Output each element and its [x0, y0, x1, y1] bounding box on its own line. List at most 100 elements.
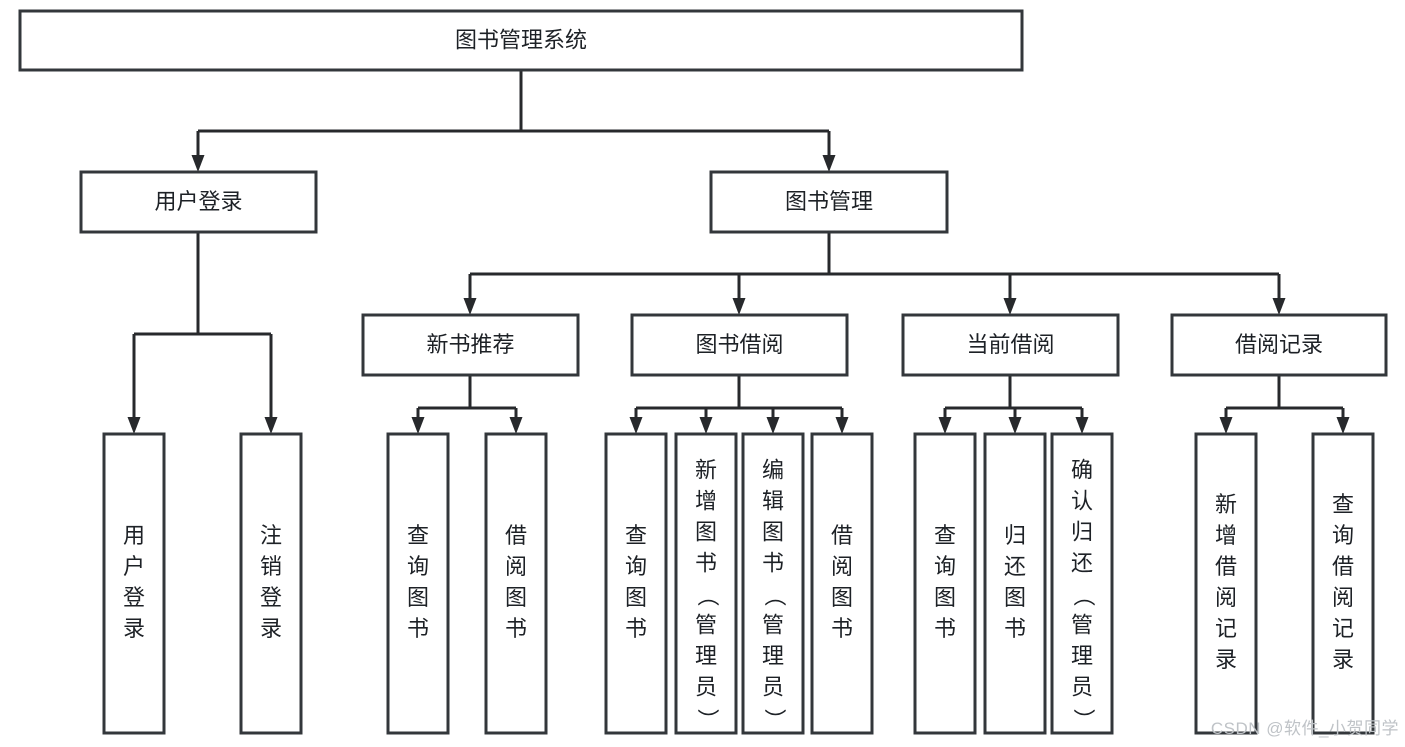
node-label-char: 询: [934, 554, 956, 579]
node-label-char: 员: [762, 674, 784, 699]
nodes-layer: 图书管理系统用户登录图书管理新书推荐图书借阅当前借阅借阅记录用户登录注销登录查询…: [18, 9, 1388, 735]
node-box: [79, 170, 318, 234]
node-box: [741, 432, 805, 735]
node-box: [1311, 432, 1375, 735]
connector-root-to-level1: [191, 70, 836, 172]
node-box: [484, 432, 548, 735]
node-label-char: 书: [762, 550, 784, 575]
node-label-char: 询: [625, 554, 647, 579]
node-box: [239, 432, 303, 735]
node-label-user-login: 用户登录: [154, 189, 242, 214]
node-label-char: 员: [1071, 674, 1093, 699]
node-label-char: 阅: [505, 554, 527, 579]
connector-bookmgmt-to-level2: [463, 232, 1286, 315]
node-label-char: 理: [695, 643, 717, 668]
node-label-char: 借: [831, 523, 853, 548]
node-label-char: 增: [695, 488, 717, 513]
arrow-head-icon: [127, 417, 141, 434]
node-label-char: （: [1071, 584, 1096, 606]
node-box: [102, 432, 166, 735]
node-label-char: 书: [695, 550, 717, 575]
node-label-char: （: [762, 584, 787, 606]
node-label-char: 记: [1215, 616, 1237, 641]
arrow-head-icon: [1219, 417, 1233, 434]
node-label-char: 图: [1004, 585, 1026, 610]
arrow-head-icon: [463, 298, 477, 315]
node-borrow-record[interactable]: 借阅记录: [1170, 313, 1388, 377]
node-label-char: 阅: [1332, 585, 1354, 610]
arrow-head-icon: [835, 417, 849, 434]
node-box: [810, 432, 874, 735]
arrow-head-icon: [1003, 298, 1017, 315]
arrow-head-icon: [411, 417, 425, 434]
arrow-head-icon: [1336, 417, 1350, 434]
node-label-char: 借: [505, 523, 527, 548]
node-label-char: 辑: [762, 488, 784, 513]
node-label-char: 确: [1071, 457, 1093, 482]
connector-current-to-leaves: [938, 375, 1089, 434]
node-label-char: 书: [407, 616, 429, 641]
connector-borrow-to-leaves: [629, 375, 849, 434]
node-label-char: 管: [1071, 612, 1093, 637]
node-label-char: 管: [762, 612, 784, 637]
node-label-char: 图: [831, 585, 853, 610]
arrow-head-icon: [699, 417, 713, 434]
node-box: [1050, 432, 1114, 735]
node-label-borrow-record: 借阅记录: [1235, 332, 1323, 357]
node-label-char: 员: [695, 674, 717, 699]
node-label-char: 新: [695, 457, 717, 482]
node-label-char: 查: [1332, 492, 1354, 517]
node-book-borrow[interactable]: 图书借阅: [630, 313, 849, 377]
node-label-current-borrow: 当前借阅: [966, 332, 1054, 357]
node-label-char: 书: [934, 616, 956, 641]
node-label-char: 认: [1071, 488, 1093, 513]
node-label-char: ）: [1071, 708, 1096, 730]
node-label-char: 录: [1332, 647, 1354, 672]
node-label-char: 还: [1004, 554, 1026, 579]
node-leaf-user-login[interactable]: 用户登录: [102, 432, 166, 735]
node-label-char: 图: [762, 519, 784, 544]
node-label-char: 登: [260, 585, 282, 610]
node-box: [983, 432, 1047, 735]
arrow-head-icon: [629, 417, 643, 434]
connectors-layer: [127, 70, 1350, 434]
node-label-char: 阅: [1215, 585, 1237, 610]
node-book-management[interactable]: 图书管理: [709, 170, 949, 234]
node-current-borrow[interactable]: 当前借阅: [901, 313, 1120, 377]
arrow-head-icon: [732, 298, 746, 315]
node-root[interactable]: 图书管理系统: [18, 9, 1024, 72]
node-label-char: 查: [407, 523, 429, 548]
node-box: [604, 432, 668, 735]
node-label-root: 图书管理系统: [455, 27, 587, 52]
arrow-head-icon: [1272, 298, 1286, 315]
connector-record-to-leaves: [1219, 375, 1350, 434]
node-box: [18, 9, 1024, 72]
node-user-login[interactable]: 用户登录: [79, 170, 318, 234]
arrow-head-icon: [938, 417, 952, 434]
node-label-book-borrow: 图书借阅: [695, 332, 783, 357]
node-label-char: 书: [1004, 616, 1026, 641]
node-label-char: 阅: [831, 554, 853, 579]
node-new-book-recommend[interactable]: 新书推荐: [361, 313, 580, 377]
arrow-head-icon: [1075, 417, 1089, 434]
arrow-head-icon: [1008, 417, 1022, 434]
node-label-char: 编: [762, 457, 784, 482]
arrow-head-icon: [509, 417, 523, 434]
node-label-char: ）: [695, 708, 720, 730]
arrow-head-icon: [822, 155, 836, 172]
node-label-char: 询: [1332, 523, 1354, 548]
connector-userlogin-to-leaves: [127, 232, 278, 434]
